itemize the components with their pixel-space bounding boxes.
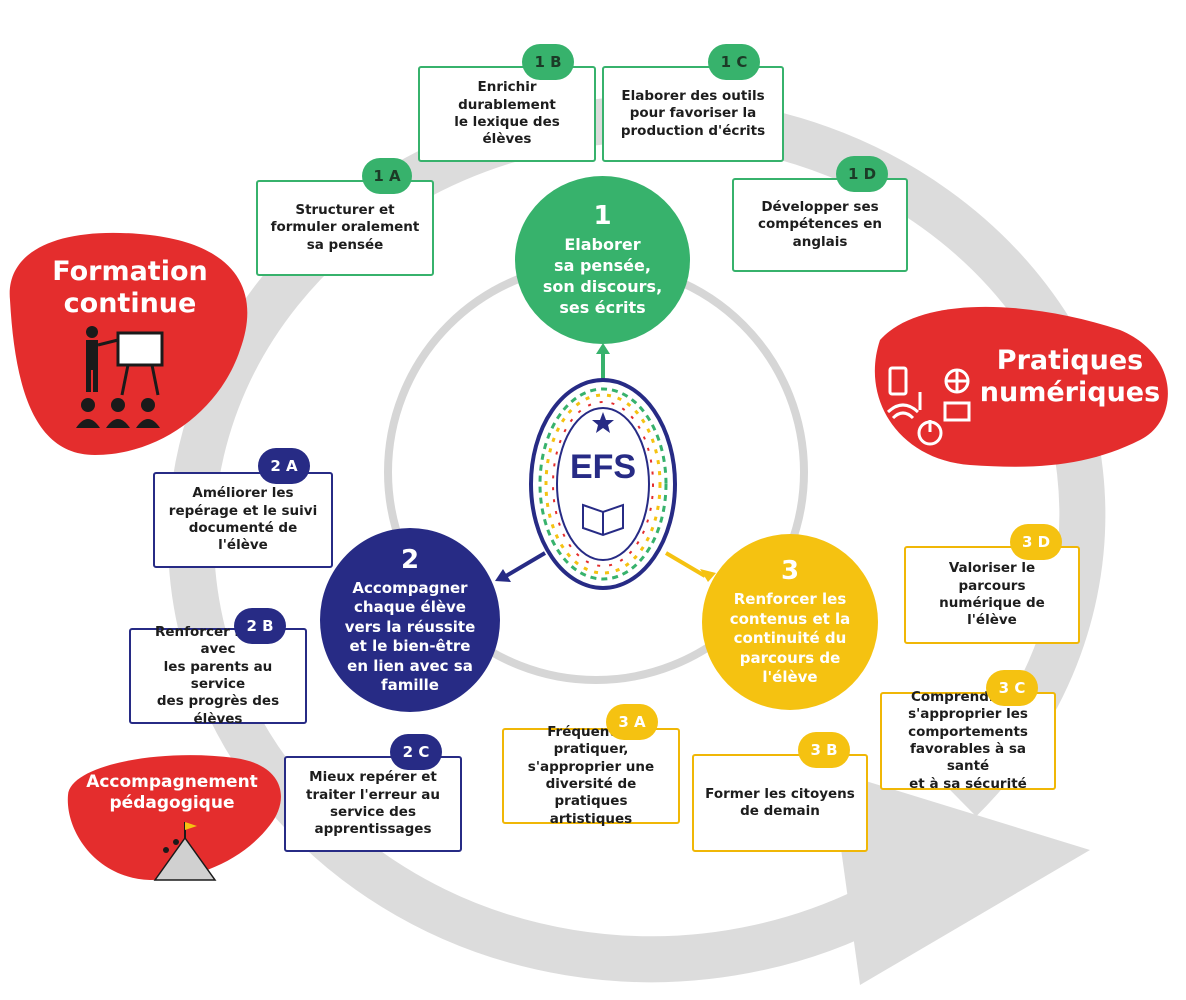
hub-1-label: Elaborer sa pensée, son discours, ses éc… — [542, 235, 663, 317]
action-badge-3A: 3 A — [606, 704, 658, 740]
action-text-3B: Former les citoyens de demain — [705, 785, 855, 819]
hub-1: 1 Elaborer sa pensée, son discours, ses … — [515, 176, 690, 344]
action-text-1D: Développer ses compétences en anglais — [757, 199, 883, 250]
action-badge-3D: 3 D — [1010, 524, 1062, 560]
action-badge-1B: 1 B — [522, 44, 574, 80]
action-badge-2B: 2 B — [234, 608, 286, 644]
action-text-2C: Mieux repérer et traiter l'erreur au ser… — [306, 769, 440, 838]
numerique-blob — [874, 306, 1168, 467]
lever-numerique-label: Pratiques numériques — [979, 345, 1161, 409]
presentation-icon — [76, 326, 164, 428]
lever-accompagnement-label: Accompagnement pédagogique — [86, 772, 258, 814]
action-box-2A: Améliorer les repérage et le suivi docum… — [153, 472, 333, 568]
action-badge-1D: 1 D — [836, 156, 888, 192]
accompagnement-blob — [67, 755, 281, 880]
hub-3-number: 3 — [780, 556, 800, 587]
action-badge-1A: 1 A — [362, 158, 412, 194]
hub-1-number: 1 — [593, 201, 612, 232]
action-box-3D: Valoriser le parcours numérique de l'élè… — [904, 546, 1080, 644]
action-text-3C: Comprendre et s'approprier les comportem… — [908, 689, 1028, 792]
action-box-1B: Enrichir durablement le lexique des élèv… — [418, 66, 596, 162]
action-text-1A: Structurer et formuler oralement sa pens… — [270, 202, 420, 253]
lever-formation-label: Formation continue — [52, 256, 208, 320]
mountain-climb-icon — [153, 822, 217, 881]
action-box-3B: Former les citoyens de demain — [692, 754, 868, 852]
action-text-2A: Améliorer les repérage et le suivi docum… — [168, 485, 318, 554]
action-text-3A: Fréquenter, pratiquer, s'approprier une … — [527, 724, 655, 827]
hub-3: 3 Renforcer les contenus et la continuit… — [702, 534, 878, 710]
action-box-1A: Structurer et formuler oralement sa pens… — [256, 180, 434, 276]
action-text-1B: Enrichir durablement le lexique des élèv… — [454, 79, 560, 148]
action-badge-1C: 1 C — [708, 44, 760, 80]
action-box-2C: Mieux repérer et traiter l'erreur au ser… — [284, 756, 462, 852]
action-box-1D: Développer ses compétences en anglais — [732, 178, 908, 272]
hub-2-label: Accompagner chaque élève vers la réussit… — [344, 578, 476, 695]
hub-3-label: Renforcer les contenus et la continuité … — [729, 590, 851, 687]
action-box-2B: Renforcer le lien avec les parents au se… — [129, 624, 307, 727]
action-badge-3B: 3 B — [798, 732, 850, 768]
action-badge-3C: 3 C — [986, 670, 1038, 706]
action-badge-2C: 2 C — [390, 734, 442, 770]
hub-2-number: 2 — [400, 544, 420, 575]
digital-devices-icon — [886, 366, 971, 446]
action-badge-2A: 2 A — [258, 448, 310, 484]
efs-logo-text: EFS — [569, 448, 637, 486]
action-text-1C: Elaborer des outils pour favoriser la pr… — [620, 88, 766, 139]
efs-logo — [529, 378, 677, 590]
action-box-1C: Elaborer des outils pour favoriser la pr… — [602, 66, 784, 162]
hub-2: 2 Accompagner chaque élève vers la réuss… — [320, 528, 500, 712]
action-box-3C: Comprendre et s'approprier les comportem… — [880, 689, 1056, 792]
action-text-3D: Valoriser le parcours numérique de l'élè… — [939, 560, 1045, 629]
action-box-3A: Fréquenter, pratiquer, s'approprier une … — [502, 724, 680, 827]
